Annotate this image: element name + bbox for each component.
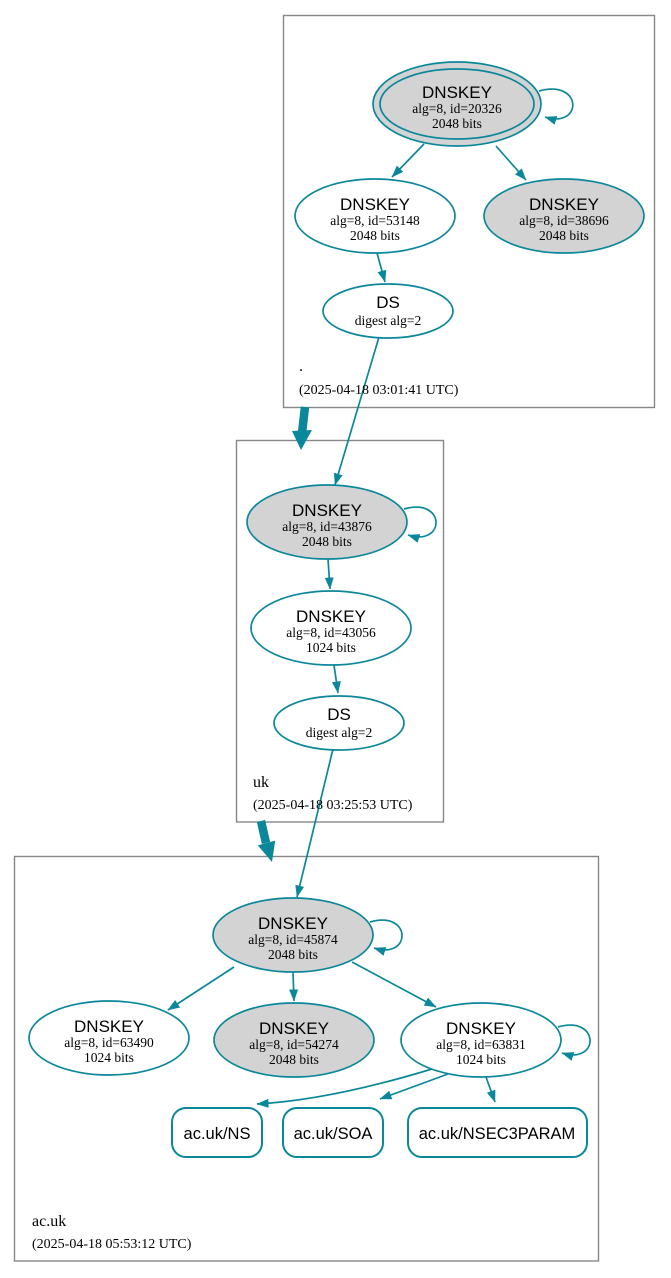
dnskey-20326-bits: 2048 bits xyxy=(432,116,482,131)
dnskey-63490-alg: alg=8, id=63490 xyxy=(64,1035,154,1050)
dnskey-node-38696: DNSKEY alg=8, id=38696 2048 bits xyxy=(483,178,645,254)
dnskey-63490-bits: 1024 bits xyxy=(84,1050,134,1065)
ds-root-title: DS xyxy=(376,293,400,312)
dnskey-node-43056: DNSKEY alg=8, id=43056 1024 bits xyxy=(250,590,412,666)
edge-ksk20326-to-dnskey38696 xyxy=(495,145,527,181)
rrset-ns-label: ac.uk/NS xyxy=(184,1125,251,1143)
edge-dnskey63831-to-rrset-nsec3param xyxy=(485,1076,496,1103)
ds-uk-digest: digest alg=2 xyxy=(306,725,372,740)
dnskey-63831-title: DNSKEY xyxy=(446,1019,516,1038)
dnskey-54274-alg: alg=8, id=54274 xyxy=(249,1037,339,1052)
dnskey-53148-alg: alg=8, id=53148 xyxy=(330,213,420,228)
rrset-node-soa: ac.uk/SOA xyxy=(282,1107,384,1158)
zone-label-root: . xyxy=(299,358,303,375)
dnskey-38696-title: DNSKEY xyxy=(529,195,599,214)
dnskey-node-63490: DNSKEY alg=8, id=63490 1024 bits xyxy=(28,1000,190,1076)
dnskey-43876-bits: 2048 bits xyxy=(302,534,352,549)
zone-label-uk: uk xyxy=(253,774,269,791)
dnskey-node-54274: DNSKEY alg=8, id=54274 2048 bits xyxy=(213,1002,375,1078)
zone-timestamp-uk: (2025-04-18 03:25:53 UTC) xyxy=(253,798,413,813)
edge-dnskey45874-self-loop xyxy=(369,919,403,956)
zone-timestamp-ac-uk: (2025-04-18 05:53:12 UTC) xyxy=(32,1237,192,1252)
edge-dnskey43056-to-ds-uk xyxy=(331,664,341,694)
dnskey-45874-title: DNSKEY xyxy=(258,914,328,933)
ds-uk-title: DS xyxy=(327,705,351,724)
ds-node-uk: DS digest alg=2 xyxy=(273,695,405,751)
dnskey-54274-title: DNSKEY xyxy=(259,1019,329,1038)
edge-dnskey45874-to-dnskey63831 xyxy=(351,961,437,1008)
dnskey-43056-alg: alg=8, id=43056 xyxy=(286,625,376,640)
edge-ksk20326-self-loop xyxy=(538,88,574,125)
rrset-nsec3param-label: ac.uk/NSEC3PARAM xyxy=(419,1125,576,1143)
rrset-node-ns: ac.uk/NS xyxy=(171,1107,263,1158)
dnskey-54274-bits: 2048 bits xyxy=(269,1052,319,1067)
dnskey-45874-alg: alg=8, id=45874 xyxy=(248,932,338,947)
zone-timestamp-root: (2025-04-18 03:01:41 UTC) xyxy=(299,383,459,398)
delegation-arrow-uk-to-ac-uk xyxy=(256,820,276,862)
rrset-soa-label: ac.uk/SOA xyxy=(294,1125,373,1143)
ds-node-root: DS digest alg=2 xyxy=(322,283,454,339)
dnskey-43876-title: DNSKEY xyxy=(292,501,362,520)
ds-root-digest: digest alg=2 xyxy=(355,313,421,328)
edge-dnskey63831-self-loop xyxy=(557,1024,591,1061)
dnskey-38696-bits: 2048 bits xyxy=(539,228,589,243)
edge-dnskey43876-self-loop xyxy=(403,506,437,543)
edge-ds-uk-to-dnskey45874 xyxy=(295,748,334,898)
dnskey-20326-title: DNSKEY xyxy=(422,83,492,102)
edge-dnskey45874-to-dnskey63490 xyxy=(167,966,235,1011)
edge-dnskey43876-to-dnskey43056 xyxy=(324,558,334,590)
edge-dnskey53148-to-ds-root xyxy=(376,252,387,283)
edge-ksk20326-to-dnskey53148 xyxy=(391,143,425,178)
edge-dnskey63831-to-rrset-soa xyxy=(379,1073,449,1100)
dnskey-node-63831: DNSKEY alg=8, id=63831 1024 bits xyxy=(400,1002,562,1078)
dnskey-53148-bits: 2048 bits xyxy=(350,228,400,243)
dnskey-63831-bits: 1024 bits xyxy=(456,1052,506,1067)
edge-dnskey63831-to-rrset-ns xyxy=(256,1068,433,1108)
dnskey-node-53148: DNSKEY alg=8, id=53148 2048 bits xyxy=(294,178,456,254)
dnskey-53148-title: DNSKEY xyxy=(340,195,410,214)
dnskey-node-43876-ksk: DNSKEY alg=8, id=43876 2048 bits xyxy=(246,484,408,560)
dnskey-45874-bits: 2048 bits xyxy=(268,947,318,962)
dnskey-43056-bits: 1024 bits xyxy=(306,640,356,655)
rrset-node-nsec3param: ac.uk/NSEC3PARAM xyxy=(407,1107,588,1158)
edge-ds-root-to-dnskey43876 xyxy=(333,336,380,486)
dnskey-node-20326-ksk: DNSKEY alg=8, id=20326 2048 bits xyxy=(372,61,542,147)
dnskey-63490-title: DNSKEY xyxy=(74,1017,144,1036)
dnskey-20326-alg: alg=8, id=20326 xyxy=(412,101,502,116)
dnskey-63831-alg: alg=8, id=63831 xyxy=(436,1037,525,1052)
dnskey-43056-title: DNSKEY xyxy=(296,607,366,626)
zone-label-ac-uk: ac.uk xyxy=(32,1213,66,1230)
edge-dnskey45874-to-dnskey54274 xyxy=(289,971,299,1002)
dnskey-38696-alg: alg=8, id=38696 xyxy=(519,213,609,228)
dnskey-43876-alg: alg=8, id=43876 xyxy=(282,519,372,534)
dnskey-node-45874-ksk: DNSKEY alg=8, id=45874 2048 bits xyxy=(212,897,374,973)
delegation-arrow-root-to-uk xyxy=(292,406,312,450)
